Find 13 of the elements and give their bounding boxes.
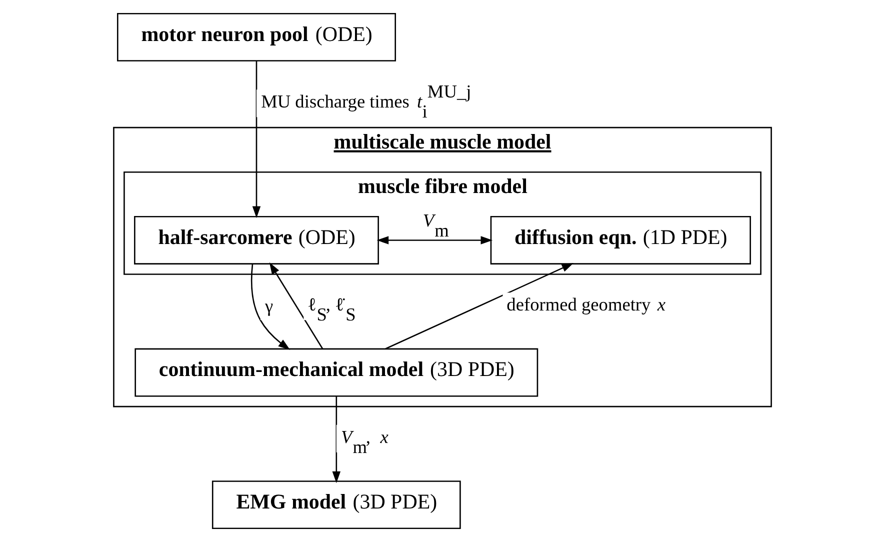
arrow xyxy=(332,396,341,484)
node-box: diffusion eqn. (1D PDE) xyxy=(490,216,751,264)
arrow xyxy=(385,263,574,350)
edge-label: deformed geometry x xyxy=(506,294,666,315)
arrow xyxy=(252,61,261,218)
edge-label: γ xyxy=(265,296,274,316)
node-box: motor neuron pool (ODE) xyxy=(117,12,396,62)
arrow xyxy=(269,262,324,350)
arrow xyxy=(250,264,290,350)
arrow xyxy=(376,236,493,244)
node-box: half-sarcomere (ODE) xyxy=(134,216,379,264)
node-box: continuum-mechanical model (3D PDE) xyxy=(134,348,538,397)
node-box: EMG model (3D PDE) xyxy=(212,480,461,530)
